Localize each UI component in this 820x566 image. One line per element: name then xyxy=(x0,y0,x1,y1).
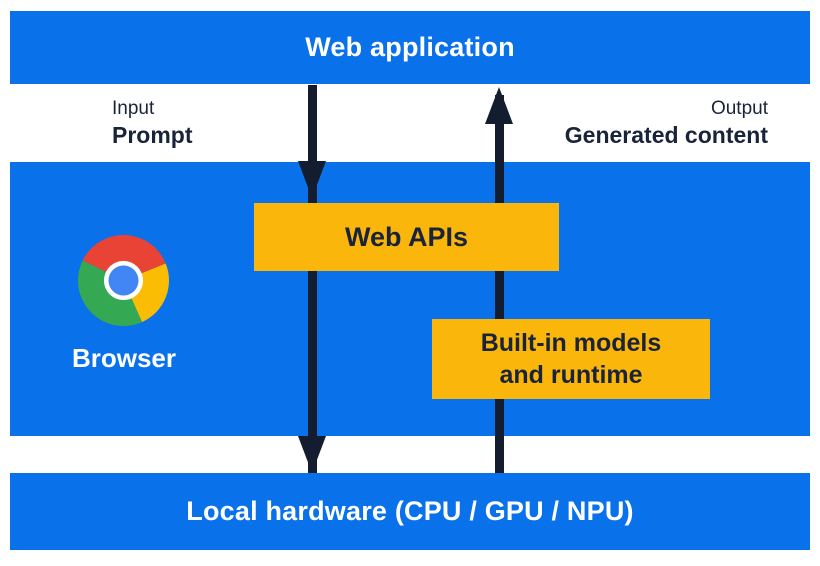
builtin-models-label-line1: Built-in models xyxy=(480,329,662,357)
output-value: Generated content xyxy=(564,122,768,148)
output-label-group: Output Generated content xyxy=(565,97,768,150)
up-arrow-icon xyxy=(485,87,513,124)
builtin-models-box: Built-in models and runtime xyxy=(432,319,710,399)
down-arrow-icon xyxy=(298,161,326,198)
web-application-label: Web application xyxy=(305,32,515,62)
builtin-models-label-line2: and runtime xyxy=(499,361,643,389)
input-label-group: Input Prompt xyxy=(112,97,193,150)
local-hardware-label: Local hardware (CPU / GPU / NPU) xyxy=(186,496,634,526)
input-caption: Input xyxy=(112,98,155,119)
up-arrow-line xyxy=(495,95,504,473)
output-caption: Output xyxy=(710,98,768,119)
web-application-bar: Web application xyxy=(10,11,810,84)
local-hardware-bar: Local hardware (CPU / GPU / NPU) xyxy=(10,473,810,550)
web-apis-box: Web APIs xyxy=(254,203,559,271)
chrome-logo-icon xyxy=(78,235,169,326)
input-value: Prompt xyxy=(112,122,193,148)
web-apis-label: Web APIs xyxy=(344,221,469,252)
down-arrow-icon xyxy=(298,436,326,473)
down-arrow-line xyxy=(308,85,317,473)
browser-label: Browser xyxy=(71,343,177,373)
